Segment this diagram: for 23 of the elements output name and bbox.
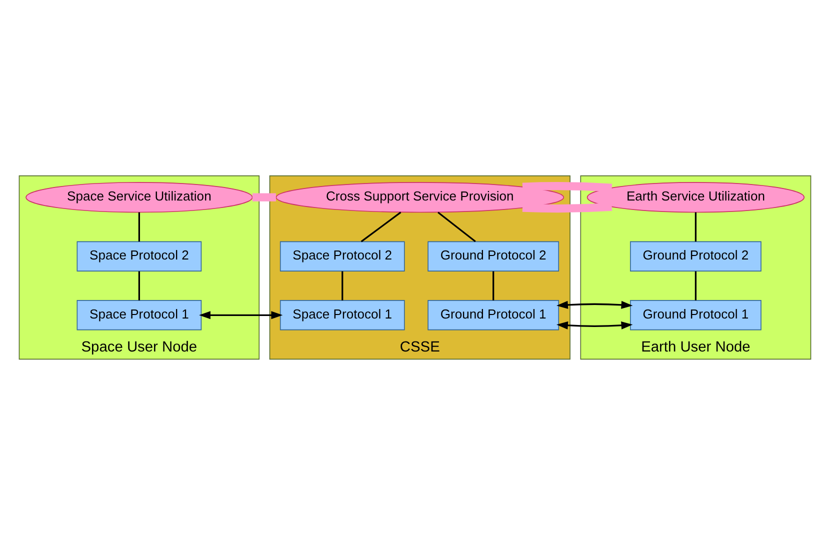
node-ellipse: Earth Service Utilization — [586, 182, 805, 213]
arrow — [556, 300, 633, 330]
connector — [138, 212, 140, 242]
connector — [342, 271, 344, 300]
node-box: Space Protocol 2 — [76, 241, 202, 272]
connector — [694, 271, 697, 300]
node-ellipse: Cross Support Service Provision — [276, 182, 564, 213]
node-box: Ground Protocol 1 — [630, 300, 762, 330]
node-box: Space Protocol 1 — [76, 300, 202, 330]
node-ellipse: Space Service Utilization — [26, 182, 253, 213]
connector — [522, 182, 612, 213]
connector — [438, 212, 476, 242]
node-box: Ground Protocol 2 — [630, 241, 762, 272]
node-box: Ground Protocol 2 — [428, 241, 560, 272]
node-box: Space Protocol 1 — [280, 300, 405, 330]
connector — [138, 271, 140, 300]
node-box: Space Protocol 2 — [280, 241, 405, 272]
arrow — [199, 311, 283, 320]
node-box: Ground Protocol 1 — [428, 300, 560, 330]
connector — [492, 271, 494, 300]
connector — [252, 193, 276, 202]
connector — [694, 212, 697, 242]
connector — [360, 212, 402, 242]
